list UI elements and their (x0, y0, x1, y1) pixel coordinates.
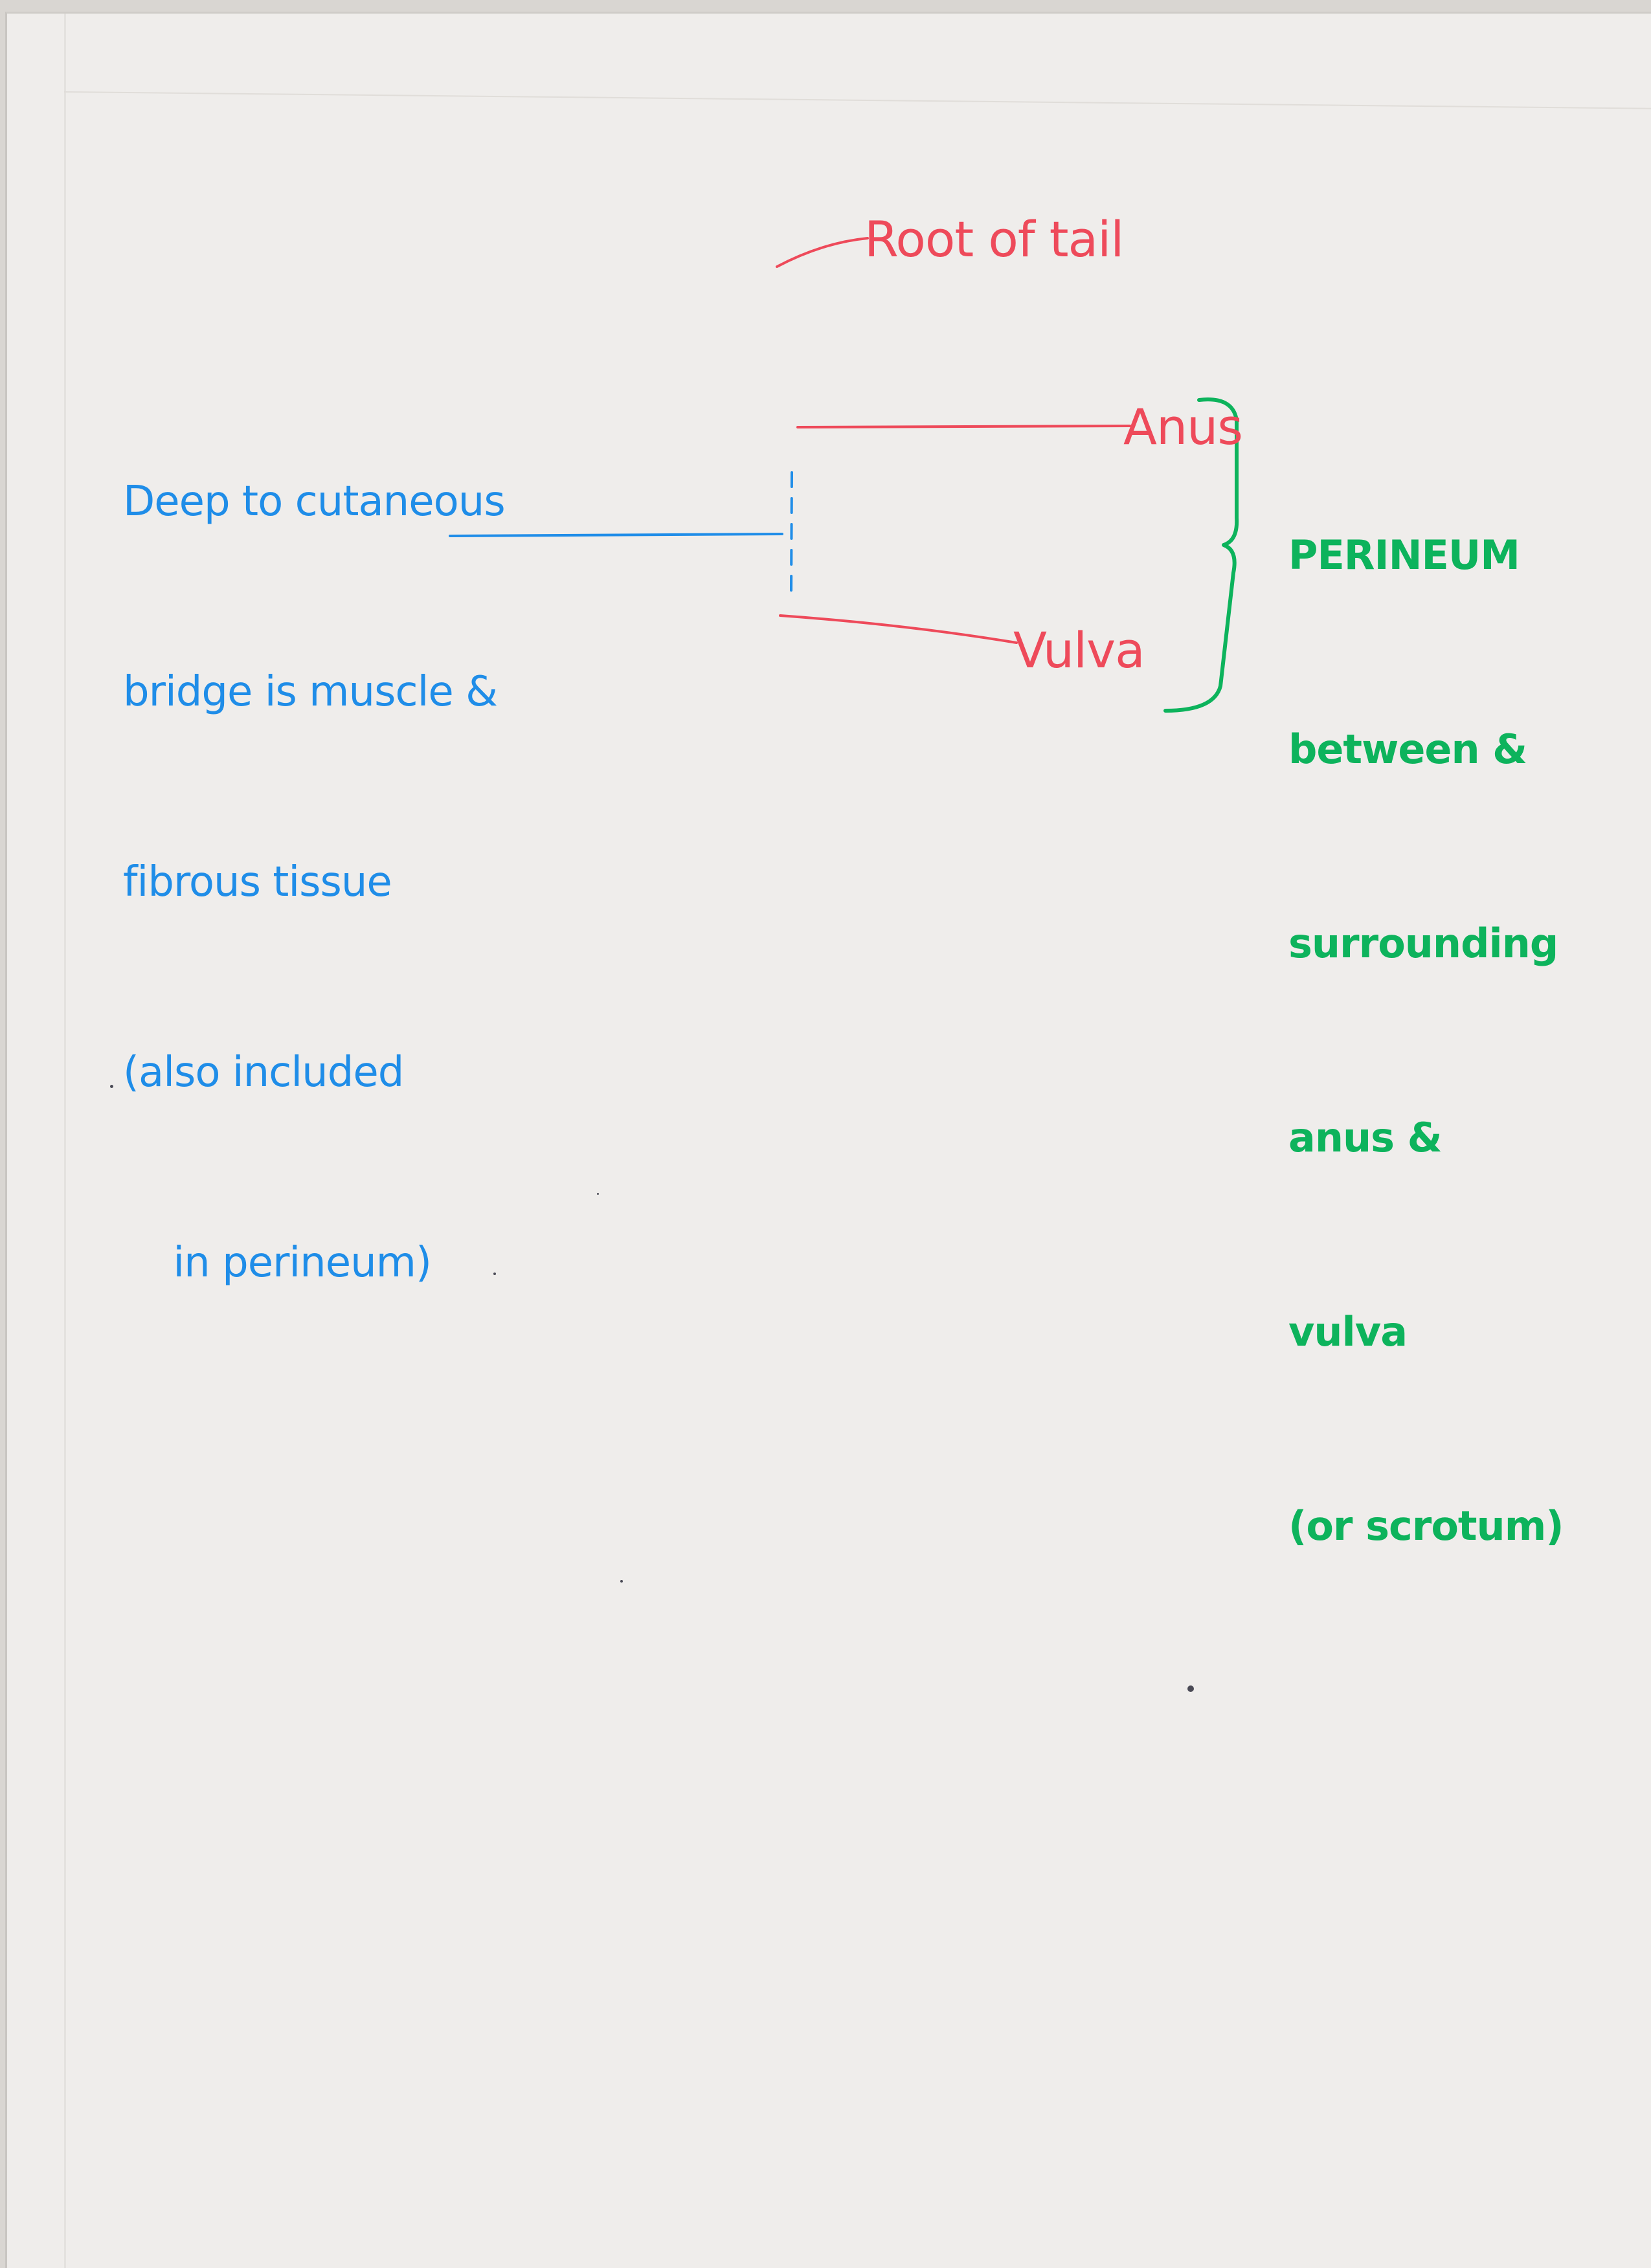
perineum-line: vulva (1288, 1308, 1408, 1355)
paper-margin (64, 14, 66, 2268)
paper-speck (1187, 1685, 1194, 1692)
paper-sheet (5, 12, 1651, 2268)
cutaneous-bridge-note: Deep to cutaneous bridge is muscle & fib… (123, 343, 506, 1358)
perineum-line: anus & (1288, 1114, 1443, 1161)
paper-speck (620, 1580, 623, 1583)
note-line: Deep to cutaneous (123, 478, 506, 526)
perineum-definition: PERINEUM between & surrounding anus & vu… (1288, 394, 1564, 1623)
paper-speck (493, 1273, 496, 1275)
note-line: bridge is muscle & (123, 668, 498, 716)
perineum-line: PERINEUM (1288, 531, 1520, 579)
paper-speck (597, 1193, 599, 1195)
paper-speck (110, 1085, 113, 1088)
note-line: fibrous tissue (123, 858, 392, 906)
perineum-line: between & (1288, 726, 1527, 773)
note-line: in perineum) (123, 1239, 432, 1287)
note-line: (also included (123, 1049, 404, 1096)
root-of-tail-label: Root of tail (864, 210, 1124, 268)
perineum-line: surrounding (1288, 920, 1558, 967)
paper-top-rule (63, 91, 1651, 109)
anus-label: Anus (1123, 398, 1243, 456)
perineum-line: (or scrotum) (1288, 1502, 1564, 1550)
vulva-label: Vulva (1013, 621, 1145, 679)
